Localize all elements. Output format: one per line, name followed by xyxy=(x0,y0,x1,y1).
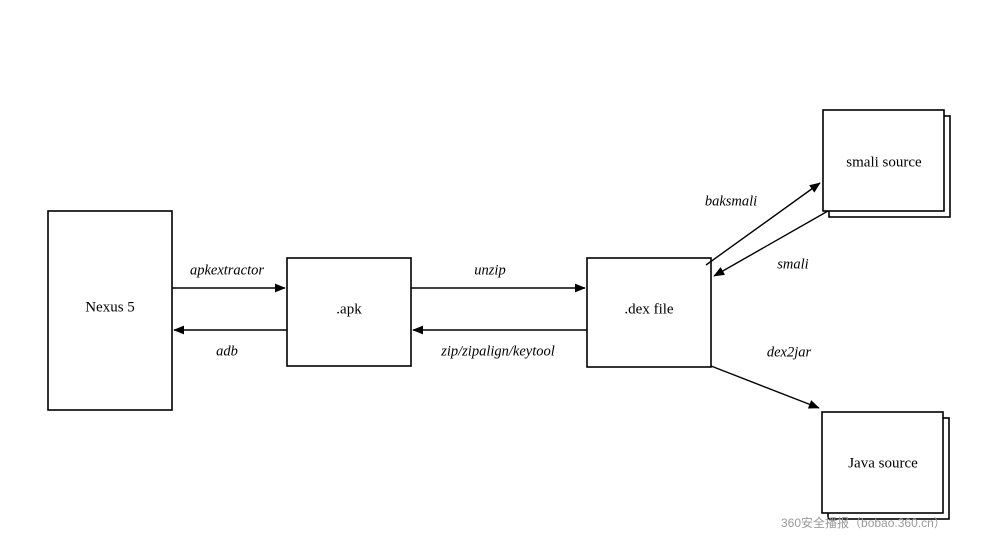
node-apk-rect xyxy=(286,257,412,367)
edge-zip-zipalign-keytool: zip/zipalign/keytool xyxy=(412,325,587,359)
edge-apkextractor-label: apkextractor xyxy=(190,262,264,278)
node-nexus5-label: Nexus 5 xyxy=(85,299,135,315)
watermark-text: 360安全播报（bobao.360.cn） xyxy=(781,516,946,530)
edge-smali-line xyxy=(713,210,829,277)
edge-dex2jar-line xyxy=(710,365,820,409)
edge-unzip: unzip xyxy=(411,262,586,293)
node-dex-file-rect xyxy=(586,257,712,368)
edge-smali-label: smali xyxy=(777,256,808,272)
edge-baksmali-line xyxy=(705,182,821,266)
node-apk-label: .apk xyxy=(336,301,362,317)
edge-baksmali: baksmali xyxy=(705,182,821,266)
node-nexus5-rect xyxy=(47,210,173,411)
node-smali-source[interactable]: smali source xyxy=(822,109,951,218)
edge-unzip-label: unzip xyxy=(474,262,505,278)
node-java-source[interactable]: Java source xyxy=(821,411,950,520)
edge-adb: adb xyxy=(173,325,287,359)
node-smali-source-label: smali source xyxy=(846,154,922,170)
node-smali-source-rect xyxy=(822,109,945,212)
edge-baksmali-label: baksmali xyxy=(705,193,757,209)
node-nexus5[interactable]: Nexus 5 xyxy=(47,210,173,411)
node-java-source-label: Java source xyxy=(848,455,918,471)
edge-dex2jar: dex2jar xyxy=(710,344,820,409)
node-dex-file-label: .dex file xyxy=(624,301,673,317)
node-java-source-rect xyxy=(821,411,944,514)
edge-dex2jar-label: dex2jar xyxy=(767,344,812,360)
node-dex-file[interactable]: .dex file xyxy=(586,257,712,368)
edge-smali: smali xyxy=(713,210,829,277)
edge-adb-label: adb xyxy=(216,343,238,359)
edge-apkextractor: apkextractor xyxy=(172,262,286,293)
node-apk[interactable]: .apk xyxy=(286,257,412,367)
edge-zip-zipalign-keytool-label: zip/zipalign/keytool xyxy=(440,343,555,359)
